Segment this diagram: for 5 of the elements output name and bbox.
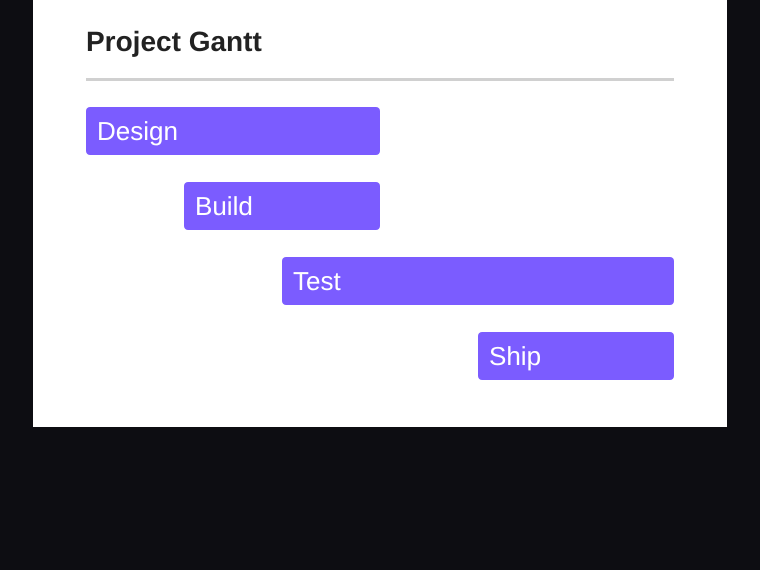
task-bar: Test (282, 257, 674, 305)
chart-title: Project Gantt (86, 25, 262, 59)
task-bar: Design (86, 107, 380, 155)
task-bar: Ship (478, 332, 674, 380)
task-bar: Build (184, 182, 380, 230)
